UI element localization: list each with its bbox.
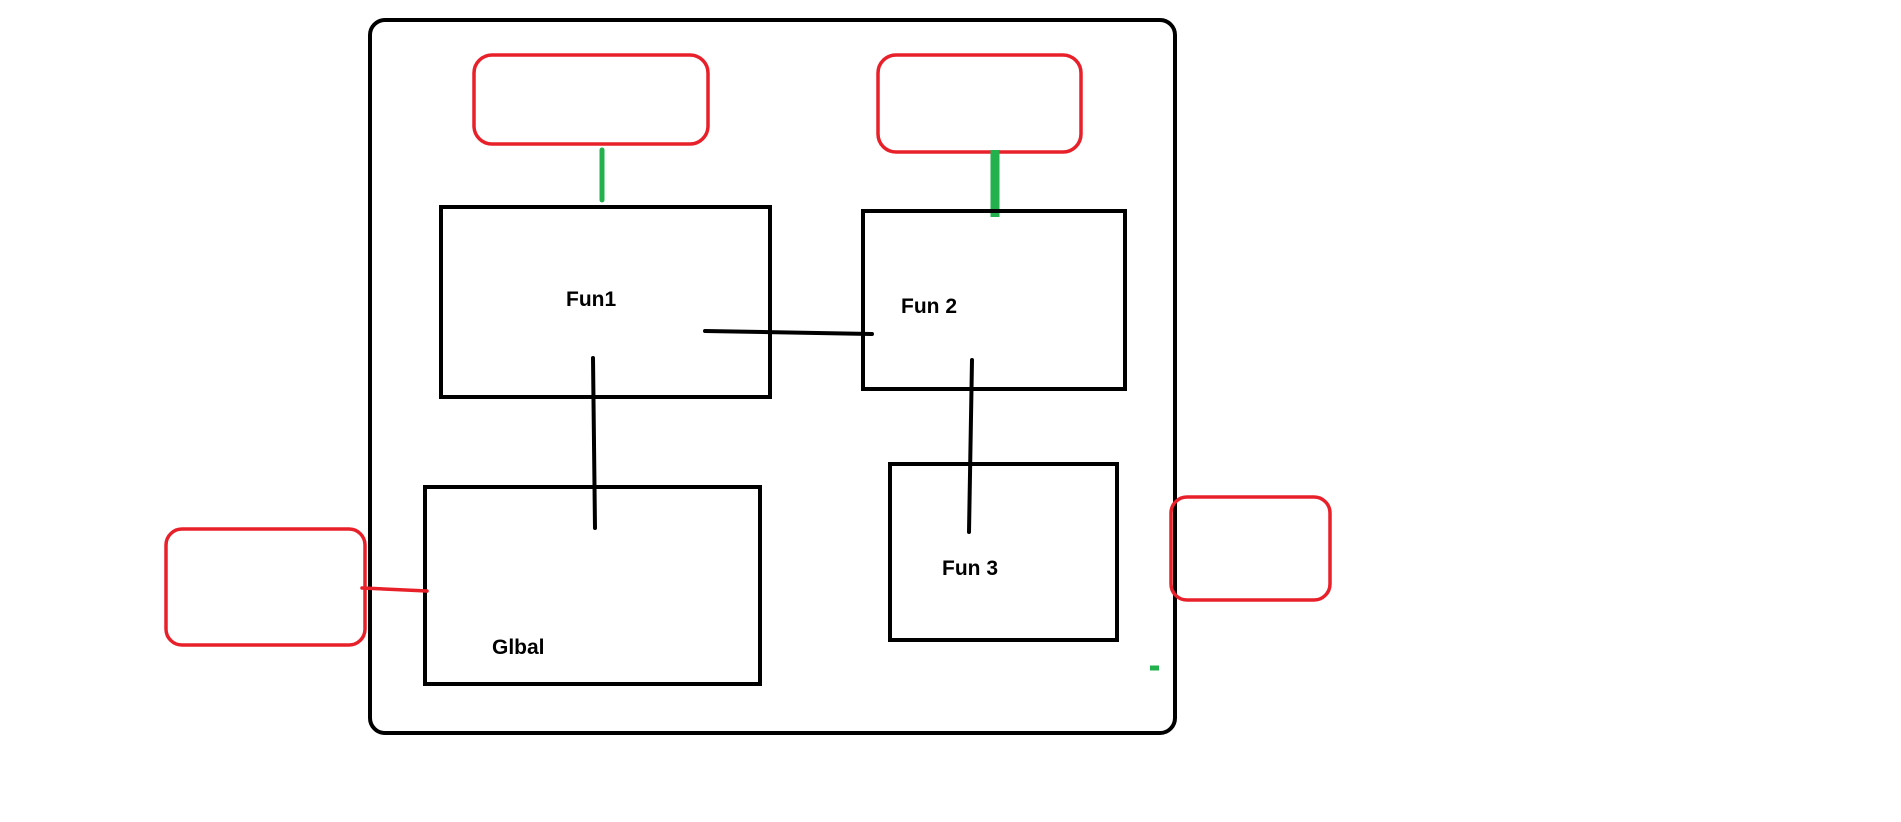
fun1-box: Fun1 <box>439 205 772 399</box>
global-box: Glbal <box>423 485 762 686</box>
note-right <box>1169 495 1332 602</box>
connector-note-global <box>360 586 429 593</box>
fun2-label: Fun 2 <box>901 295 957 318</box>
outer-container <box>368 18 1177 735</box>
note-left <box>164 527 367 647</box>
connector-fun1-fun2 <box>703 329 874 336</box>
fun1-label: Fun1 <box>566 288 616 311</box>
connector-fun2-fun3 <box>967 358 974 534</box>
connector-fun1-global <box>591 356 597 530</box>
note-top-left <box>472 53 710 146</box>
fun3-label: Fun 3 <box>942 557 998 580</box>
note-top-right <box>876 53 1083 154</box>
fun3-box: Fun 3 <box>888 462 1119 642</box>
fun2-box: Fun 2 <box>861 209 1127 391</box>
global-label: Glbal <box>492 636 545 659</box>
